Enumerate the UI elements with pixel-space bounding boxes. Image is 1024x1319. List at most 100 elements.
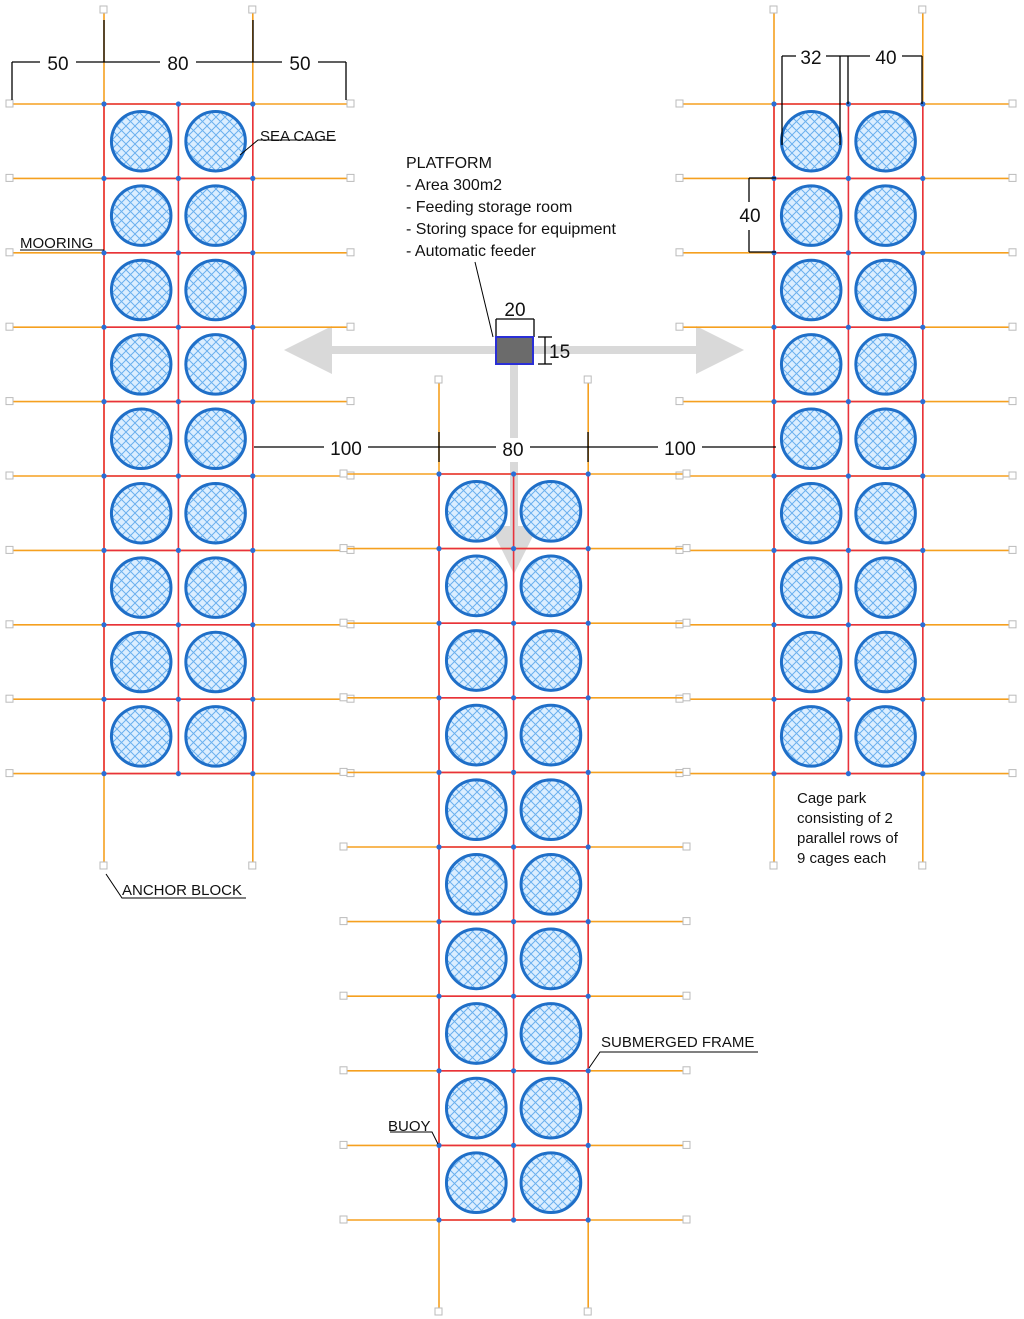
dim-gap-left: 100 [330,439,362,460]
anchor-block [675,397,684,406]
buoy [845,473,852,479]
buoy [585,546,591,552]
anchor-block [1008,620,1017,629]
buoy [920,473,926,479]
anchor-block [339,1066,348,1075]
buoy [585,1068,591,1074]
buoy [845,250,852,256]
buoy [101,324,107,330]
anchor-block [339,767,348,776]
anchor-block [675,694,684,703]
anchor-block [248,5,257,14]
anchor-block [682,1215,691,1224]
sea-cage-net [519,778,583,842]
buoy [250,101,256,107]
anchor-block [346,694,355,703]
buoy [436,620,442,626]
sea-cage-net [109,258,173,322]
sea-cage-net [184,705,247,768]
sea-cage-net [109,630,173,694]
label-mooring: MOORING [20,235,93,252]
buoy [436,1068,442,1074]
buoy [771,473,777,479]
anchor-block [1008,322,1017,331]
anchor-block [346,471,355,480]
buoy [771,399,777,405]
anchor-block [918,861,927,870]
platform-feature-1: - Area 300m2 [406,177,502,194]
sea-cage-net [779,630,843,694]
sea-cage-net [444,778,508,842]
sea-cage-net [854,481,917,545]
buoy [436,769,442,776]
buoy [250,622,256,628]
cage-park-center [339,375,691,1316]
dim-cage-spacing: 40 [875,48,896,69]
buoy [771,547,777,554]
buoy [101,175,107,181]
buoy [436,1217,442,1223]
buoy [920,696,926,702]
dim-left-width: 80 [167,54,188,75]
anchor-block [5,694,14,703]
buoy [175,175,181,181]
anchor-block [339,991,348,1000]
buoy [771,250,777,256]
anchor-block [99,861,108,870]
platform-feature-4: - Automatic feeder [406,243,537,260]
buoy [585,695,591,701]
anchor-block [339,544,348,553]
anchor-block [675,322,684,331]
anchor-block [1008,545,1017,554]
note-line-1: Cage park [797,790,867,807]
anchor-block [339,1140,348,1149]
anchor-block [5,173,14,182]
sea-cage-net [444,927,508,991]
sea-cage-net [184,630,247,694]
buoy [585,769,591,776]
buoy [101,547,107,554]
anchor-block [769,861,778,870]
platform-feature-2: - Feeding storage room [406,199,572,216]
sea-cage-net [779,556,843,619]
dim-left-margin: 50 [47,54,68,75]
buoy [585,993,591,999]
sea-cage-net [519,629,583,692]
buoy [510,1068,517,1074]
buoy [436,471,442,477]
sea-cage-net [779,333,843,396]
sea-cage-net [519,703,583,767]
anchor-block [339,469,348,478]
sea-cage-net [444,629,508,692]
buoy [250,175,256,181]
note-line-2: consisting of 2 [797,810,893,827]
buoy [585,919,591,925]
sea-cage-net [444,554,508,618]
dim-platform-width: 20 [504,300,525,321]
anchor-block [682,544,691,553]
sea-cage-net [184,109,247,173]
sea-cage-net [779,258,843,322]
buoy [845,399,852,405]
anchor-block [1008,471,1017,480]
buoy [250,771,256,777]
buoy [510,769,517,776]
cage-park-right [675,5,1017,870]
anchor-block [346,545,355,554]
anchor-block [682,767,691,776]
anchor-block [583,1307,592,1316]
dim-cage-diameter: 32 [800,48,821,69]
anchor-block [682,842,691,851]
buoy [101,771,107,777]
buoy [175,250,181,256]
buoy [436,695,442,701]
platform-feature-3: - Storing space for equipment [406,221,616,238]
sea-cage-net [184,333,247,396]
buoy [250,696,256,702]
sea-cage-net [444,1002,508,1065]
anchor-block [5,99,14,108]
anchor-block [1008,173,1017,182]
anchor-block [339,693,348,702]
buoy [510,546,517,552]
buoy [510,471,517,477]
